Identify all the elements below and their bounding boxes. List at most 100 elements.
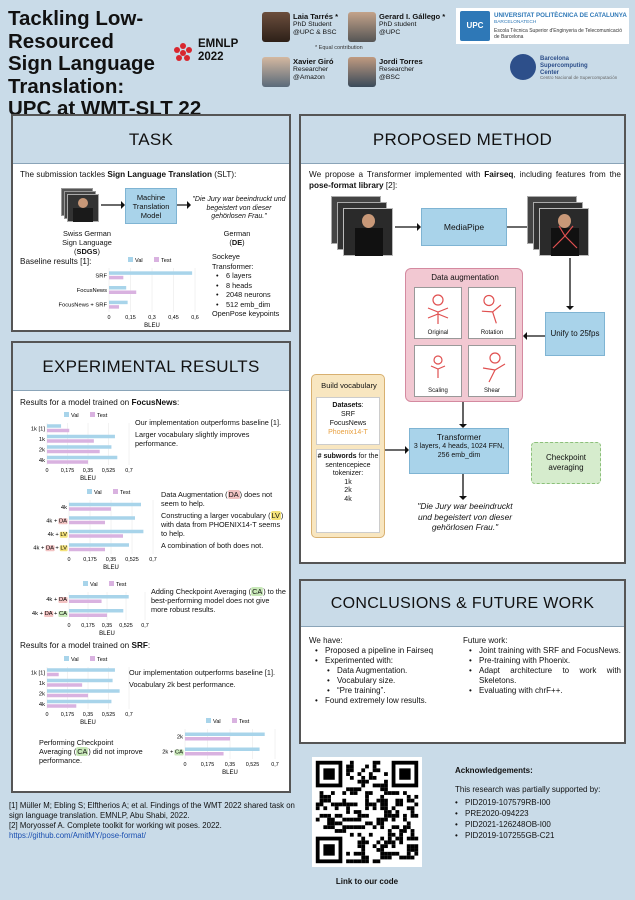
arrow-icon xyxy=(459,474,467,500)
legend-test: Test xyxy=(154,257,172,264)
legend-test: Test xyxy=(113,489,131,496)
qr-code[interactable] xyxy=(312,757,422,867)
x-tick-label: 0,175 xyxy=(81,623,95,629)
author-gerard: Gerard I. Gállego *PhD student@UPC xyxy=(348,12,458,48)
transformer-box: Transformer 3 layers, 4 heads, 1024 FFN,… xyxy=(409,428,509,474)
category-label: 1k [1] xyxy=(31,670,46,676)
conclusions-heading: CONCLUSIONS & FUTURE WORK xyxy=(301,581,624,627)
upc-logo: UPC UNIVERSITAT POLITÈCNICA DE CATALUNYA… xyxy=(456,8,629,44)
bar-val xyxy=(69,595,129,599)
mt-model-box: Machine Translation Model xyxy=(125,188,177,224)
x-tick-label: 0 xyxy=(108,315,111,321)
bar-test xyxy=(69,507,111,511)
x-tick-label: 0,35 xyxy=(102,623,113,629)
pose-video-frames xyxy=(527,196,597,258)
have-list: We have: Proposed a pipeline in Fairseq … xyxy=(309,636,459,706)
x-tick-label: 0,525 xyxy=(246,762,260,768)
x-axis-label: BLEU xyxy=(80,720,96,726)
da-scaling: Scaling xyxy=(414,345,462,397)
bar-val xyxy=(47,689,120,693)
bar-val xyxy=(69,609,124,613)
x-axis-label: BLEU xyxy=(103,565,119,571)
x-tick-label: 0,7 xyxy=(125,712,133,718)
svg-text:Val: Val xyxy=(71,657,79,663)
legend-test: Test xyxy=(90,412,108,419)
avatar xyxy=(262,12,290,42)
unify-fps-box: Unify to 25fps xyxy=(545,312,605,356)
bar-val xyxy=(47,445,112,449)
legend-test: Test xyxy=(90,656,108,663)
arrow-icon xyxy=(101,201,125,209)
arrow-icon xyxy=(395,223,421,231)
poster-title: Tackling Low-Resourced Sign Language Tra… xyxy=(8,7,202,120)
srf-ca-notes: Performing Checkpoint Averaging (CA) did… xyxy=(39,738,143,765)
bar-test xyxy=(69,520,105,525)
results-heading: EXPERIMENTAL RESULTS xyxy=(13,343,289,391)
bar-val xyxy=(69,516,135,520)
label-highlight xyxy=(58,518,68,525)
avatar xyxy=(348,57,376,87)
category-label: 4k + DA + CA xyxy=(32,611,67,617)
emnlp-flower-icon xyxy=(174,43,192,61)
x-axis-label: BLEU xyxy=(80,476,96,482)
x-tick-label: 0,175 xyxy=(201,762,215,768)
x-tick-label: 0,7 xyxy=(125,468,133,474)
x-tick-label: 0,175 xyxy=(61,468,75,474)
subwords-list: # subwords for the sentencepiece tokeniz… xyxy=(316,449,380,533)
x-tick-label: 0,7 xyxy=(149,557,157,563)
x-tick-label: 0,7 xyxy=(271,762,279,768)
focus-vocab-notes: Our implementation outperforms baseline … xyxy=(135,418,282,448)
reference-link[interactable]: https://github.com/AmitMY/pose-format/ xyxy=(9,831,146,840)
x-tick-label: 0,3 xyxy=(148,315,156,321)
label-highlight xyxy=(58,611,68,617)
category-label: 2k xyxy=(39,691,45,697)
equal-contribution-note: * Equal contribution xyxy=(315,45,363,51)
bar-val xyxy=(185,732,265,736)
bar-val xyxy=(109,300,128,305)
results-panel: EXPERIMENTAL RESULTS Results for a model… xyxy=(11,341,291,793)
baseline-label: Baseline results [1]: xyxy=(20,257,92,266)
arrow-icon xyxy=(566,258,574,310)
svg-text:Val: Val xyxy=(135,258,143,264)
bar-val xyxy=(69,529,144,534)
bar-test xyxy=(109,275,124,280)
checkpoint-averaging-box: Checkpoint averaging xyxy=(531,442,601,484)
conclusions-panel: CONCLUSIONS & FUTURE WORK We have: Propo… xyxy=(299,579,626,744)
bar-test xyxy=(47,704,77,708)
x-tick-label: 0,35 xyxy=(83,712,94,718)
x-tick-label: 0,525 xyxy=(125,557,139,563)
sign-video-frames xyxy=(61,188,101,222)
da-original: Original xyxy=(414,287,462,339)
bar-val xyxy=(69,502,141,507)
qr-caption: Link to our code xyxy=(335,877,399,886)
legend-val: Val xyxy=(206,718,221,725)
bar-test xyxy=(185,737,230,741)
x-tick-label: 0,6 xyxy=(191,315,199,321)
x-tick-label: 0,35 xyxy=(106,557,117,563)
bar-test xyxy=(47,693,88,698)
svg-text:Test: Test xyxy=(120,490,131,496)
bar-test xyxy=(47,449,100,454)
x-tick-label: 0 xyxy=(68,623,71,629)
task-intro: The submission tackles Sign Language Tra… xyxy=(20,170,237,179)
avatar xyxy=(262,57,290,87)
bar-val xyxy=(185,747,260,751)
x-tick-label: 0,35 xyxy=(83,468,94,474)
category-label: SRF xyxy=(95,273,107,279)
category-label: 1k xyxy=(39,681,45,687)
svg-text:Test: Test xyxy=(161,258,172,264)
bar-test xyxy=(69,547,105,552)
method-heading: PROPOSED METHOD xyxy=(301,116,624,164)
da-rotation: Rotation xyxy=(468,287,516,339)
da-shear: Shear xyxy=(468,345,516,397)
legend-val: Val xyxy=(64,656,79,663)
bar-val xyxy=(69,543,129,547)
category-label: 2k xyxy=(177,735,183,741)
data-augmentation-box: Data augmentation Original Rotation Scal… xyxy=(405,268,523,402)
